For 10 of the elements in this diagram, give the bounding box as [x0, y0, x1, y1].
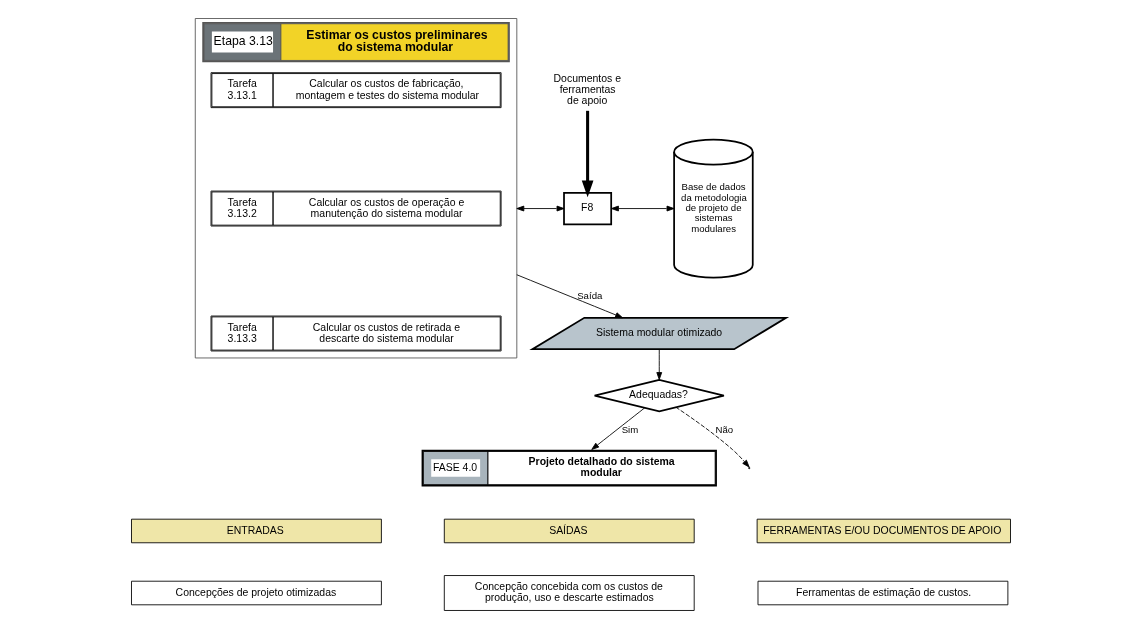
node-text: Documentos e ferramentas de apoio: [553, 72, 622, 107]
label: SAÍDAS: [549, 525, 588, 537]
label: Ferramentas de estimação de custos.: [796, 587, 972, 599]
label: ENTRADAS: [226, 525, 284, 537]
label: Concepções de projeto otimizadas: [175, 587, 337, 599]
edge-label: Saída: [577, 290, 603, 302]
edge-label: Não: [715, 423, 734, 435]
label: Concepção concebida com os custos de produção, uso e descarte estimados: [474, 581, 663, 604]
edge-label: Sim: [621, 423, 639, 435]
label: FERRAMENTAS E/OU DOCUMENTOS DE APOIO: [763, 525, 1002, 537]
